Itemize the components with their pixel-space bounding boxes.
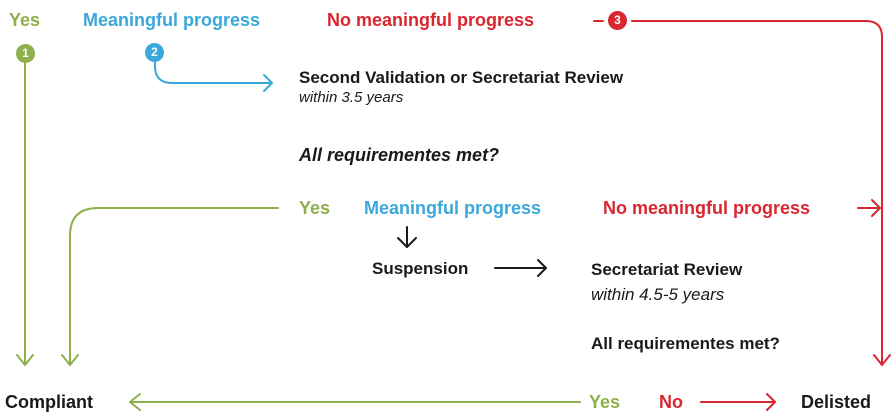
delisted-label: Delisted: [801, 392, 872, 412]
bottom-no-label: No: [659, 392, 683, 412]
secretariat-review-title: Secretariat Review: [591, 260, 743, 279]
secretariat-review-timeframe: within 4.5-5 years: [591, 285, 725, 304]
top-yes-label: Yes: [9, 10, 41, 30]
top-no-meaningful-label: No meaningful progress: [327, 10, 535, 30]
row2-yes-label: Yes: [299, 198, 331, 218]
red-line-no-meaningful-2: [857, 199, 881, 217]
bottom-yes-label: Yes: [589, 392, 621, 412]
step-3-badge: 3: [608, 11, 627, 30]
green-line-bottom-yes: [129, 393, 581, 411]
row2-meaningful-label: Meaningful progress: [364, 198, 542, 218]
blue-line-meaningful: [154, 59, 273, 92]
compliant-label: Compliant: [5, 392, 93, 412]
green-line-yes-2: [61, 207, 279, 366]
green-line-yes-1: [16, 59, 34, 366]
step-2-badge: 2: [145, 43, 164, 62]
step-1-badge: 1: [16, 44, 35, 63]
top-meaningful-label: Meaningful progress: [83, 10, 261, 30]
second-validation-title: Second Validation or Secretariat Review: [299, 68, 624, 87]
row2-no-meaningful-label: No meaningful progress: [603, 198, 811, 218]
requirements-question-1: All requirementes met?: [299, 145, 500, 165]
red-line-no-delisted: [700, 393, 776, 411]
arrow-suspension-to-review: [494, 259, 547, 277]
arrow-to-suspension: [397, 226, 417, 248]
requirements-question-2: All requirementes met?: [591, 334, 780, 353]
second-validation-timeframe: within 3.5 years: [299, 89, 404, 106]
red-line-no-meaningful: [593, 20, 891, 366]
suspension-label: Suspension: [372, 259, 469, 278]
